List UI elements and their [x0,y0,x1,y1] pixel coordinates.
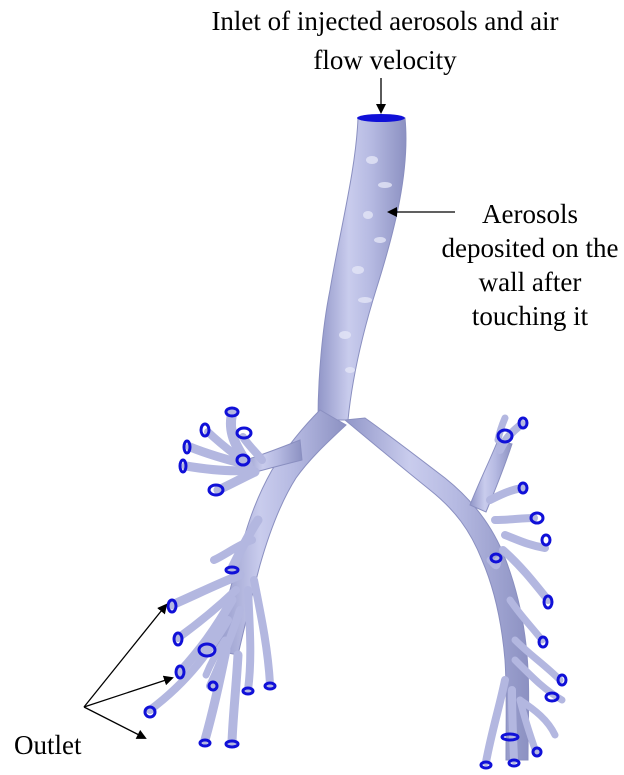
aerosols-label-line4: touching it [440,301,620,332]
aerosols-label-line3: wall after [440,267,620,298]
aerosols-label-line2: deposited on the [440,233,620,264]
inlet-opening [357,114,405,122]
inlet-label-line1: Inlet of injected aerosols and air [160,6,610,37]
outlet-arrow-3 [84,707,145,738]
outlet-arrow-1 [84,605,166,707]
aerosols-label-line1: Aerosols [440,199,620,230]
outlet-label: Outlet [14,730,82,761]
inlet-label-line2: flow velocity [200,45,570,76]
